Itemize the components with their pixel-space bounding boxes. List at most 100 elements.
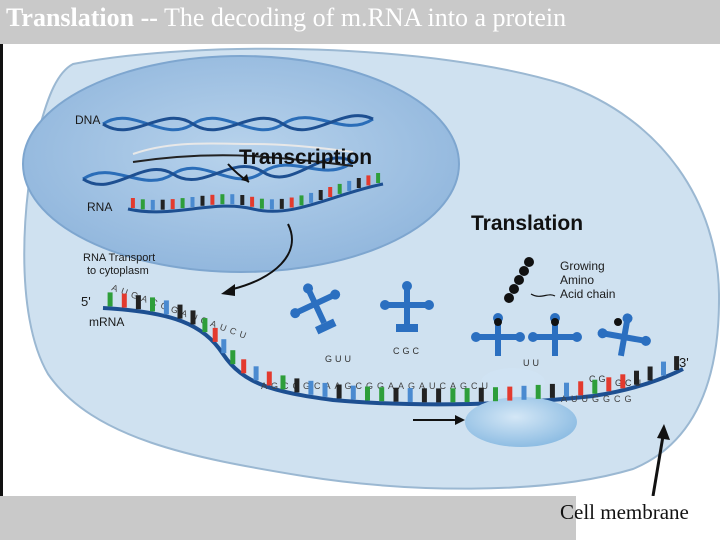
rna-base-tick (190, 197, 195, 207)
ribosome-arrow-head (455, 415, 465, 425)
mrna-base-tick (478, 387, 484, 402)
label-translation: Translation (471, 212, 583, 235)
rna-base-tick (289, 197, 294, 208)
rna-base-tick (347, 180, 352, 191)
title-bold: Translation -- (6, 3, 158, 32)
label-mrna: mRNA (89, 315, 124, 329)
anticodon-trna-right-2: CG (589, 374, 609, 384)
mrna-base-tick (241, 359, 247, 374)
rna-base-tick (269, 199, 274, 210)
anticodon-trna-left: GUU (325, 354, 354, 364)
label-growing: Growing (560, 259, 605, 273)
mrna-base-tick (521, 385, 527, 400)
rna-strand (127, 182, 384, 214)
rna-base-tick (160, 199, 165, 210)
mrna-base-tick (121, 293, 127, 308)
mrna-base-tick (421, 388, 427, 403)
label-acid-chain: Acid chain (560, 287, 615, 301)
label-rna-transport: RNA Transport (83, 252, 155, 264)
translation-diagram: DNA RNA Transcription Translation RNA Tr… (0, 44, 720, 496)
mrna-base-tick (634, 370, 639, 385)
rna-base-tick (210, 194, 215, 205)
cell-membrane-label: Cell membrane (560, 500, 689, 524)
anticodon-trna-mid: CGC (393, 346, 422, 356)
mrna-base-tick (190, 310, 196, 325)
mrna-base-tick (150, 297, 155, 312)
rna-base-tick (130, 198, 135, 208)
mrna-base-tick (464, 388, 470, 403)
rna-base-tick (328, 187, 333, 197)
mrna-base-tick (202, 318, 208, 333)
slide-title: Translation -- The decoding of m.RNA int… (6, 3, 566, 33)
mrna-base-tick (450, 388, 456, 403)
mrna-base-tick (365, 386, 370, 401)
rna-base-tick (366, 175, 371, 186)
footer-bar (0, 496, 576, 540)
mrna-base-tick (266, 371, 272, 386)
rna-base-tick (180, 198, 185, 209)
rna-base-tick (200, 195, 205, 206)
rna-base-tick (318, 190, 323, 200)
rna-base-tick (140, 199, 145, 210)
label-3-prime: 3' (679, 355, 689, 370)
mrna-base-tick (322, 382, 328, 397)
amino-acid-chain (504, 257, 556, 303)
mrna-bases-end: AUUGGCG (561, 394, 636, 404)
rna-base-tick (309, 192, 314, 203)
nucleus (22, 55, 460, 273)
rna-base-tick (220, 194, 225, 205)
trna-left (290, 283, 341, 335)
rna-base-tick (230, 194, 235, 205)
rna-base-tick (376, 173, 381, 183)
rna-base-tick (279, 198, 284, 209)
mrna-backbone (102, 306, 684, 407)
mrna-base-tick (393, 387, 399, 402)
mrna-base-tick (177, 304, 183, 319)
mrna-base-tick (620, 374, 626, 389)
mrna-base-tick (294, 378, 300, 393)
mrna-bases-main: AGCCGCAAGCGGAAGAUCAGCU (261, 381, 492, 391)
mrna-base-tick (379, 387, 385, 402)
transcription-arrow-head (241, 174, 249, 182)
mrna-base-tick (493, 387, 498, 402)
diagram-canvas: DNA RNA Transcription Translation RNA Tr… (22, 47, 720, 496)
trna-right-3 (597, 313, 651, 357)
label-amino: Amino (560, 273, 594, 287)
ribosome (465, 397, 577, 447)
mrna-base-tick (221, 339, 227, 354)
label-transcription: Transcription (239, 146, 372, 169)
mrna-base-tick (674, 356, 680, 371)
trna-amino-dots (494, 318, 622, 326)
mrna-base-tick (253, 366, 259, 381)
mrna-base-tick (350, 385, 356, 400)
label-rna: RNA (87, 200, 112, 214)
transport-arrow-head (221, 284, 235, 296)
mrna-base-tick (135, 295, 141, 310)
mrna-base-tick (407, 388, 413, 403)
mrna-base-tick (535, 384, 541, 399)
mrna-base-tick (606, 377, 612, 392)
trna-mid (380, 281, 434, 332)
membrane-arrow-head (657, 424, 670, 440)
mrna-base-tick (578, 381, 584, 396)
title-bar: Translation -- The decoding of m.RNA int… (0, 0, 720, 44)
membrane-arrow (651, 435, 665, 496)
mrna-base-tick (163, 300, 169, 315)
rna-base-tick (150, 199, 155, 210)
anticodon-trna-right-1: UU (523, 358, 542, 368)
mrna-base-tick (549, 383, 555, 398)
mrna-base-tick (308, 380, 314, 395)
rna-base-tick (356, 178, 361, 188)
mrna-base-tick (336, 384, 342, 399)
label-dna: DNA (75, 113, 100, 127)
mrna-base-tick (661, 361, 666, 376)
rna-base-tick (259, 198, 264, 209)
label-5-prime: 5' (81, 294, 91, 309)
mrna-base-tick (280, 375, 286, 390)
dna-helix (82, 114, 374, 186)
rna-base-tick (337, 183, 342, 194)
rna-base-tick (240, 195, 245, 205)
mrna-base-tick (230, 350, 236, 365)
label-to-cytoplasm: to cytoplasm (87, 265, 149, 277)
rna-base-tick (299, 195, 304, 206)
